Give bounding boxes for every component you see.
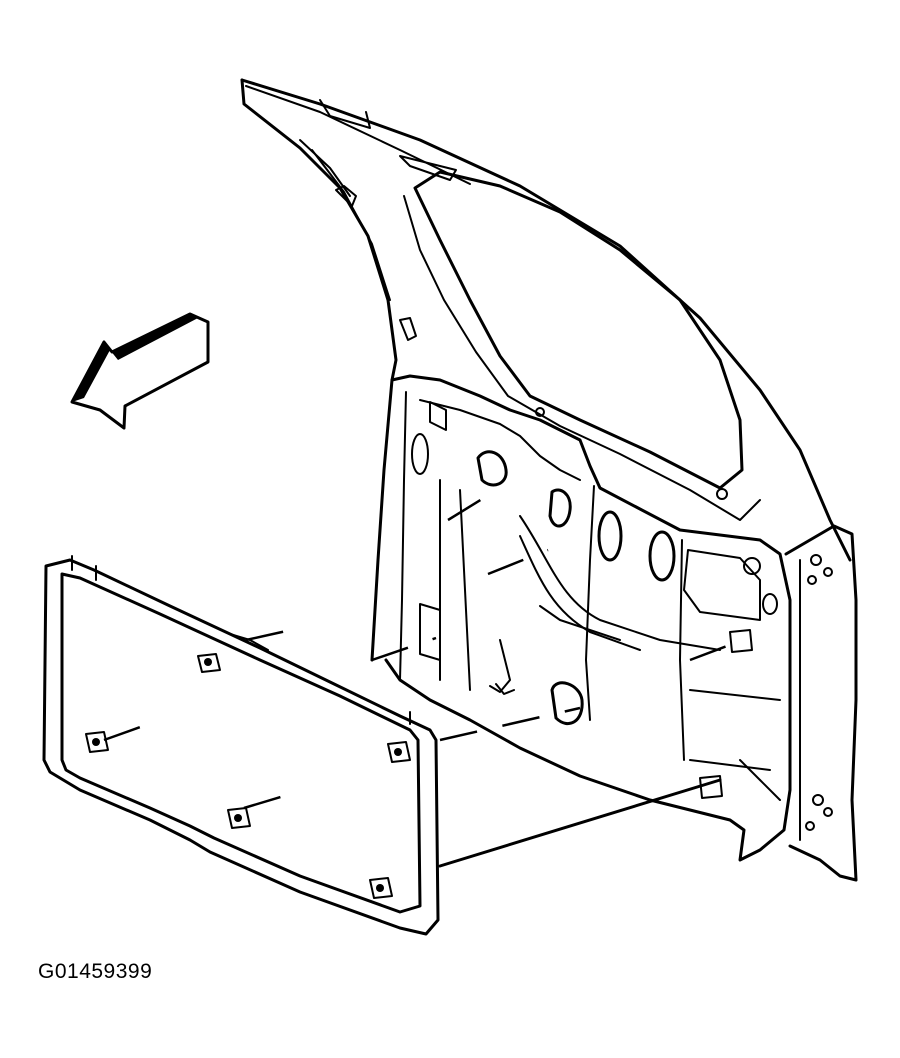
alignment-lines <box>103 486 749 868</box>
figure-id-label: G01459399 <box>38 960 153 983</box>
direction-arrow-icon <box>70 312 210 430</box>
trim-panel <box>42 555 440 936</box>
door-shell <box>240 78 858 882</box>
